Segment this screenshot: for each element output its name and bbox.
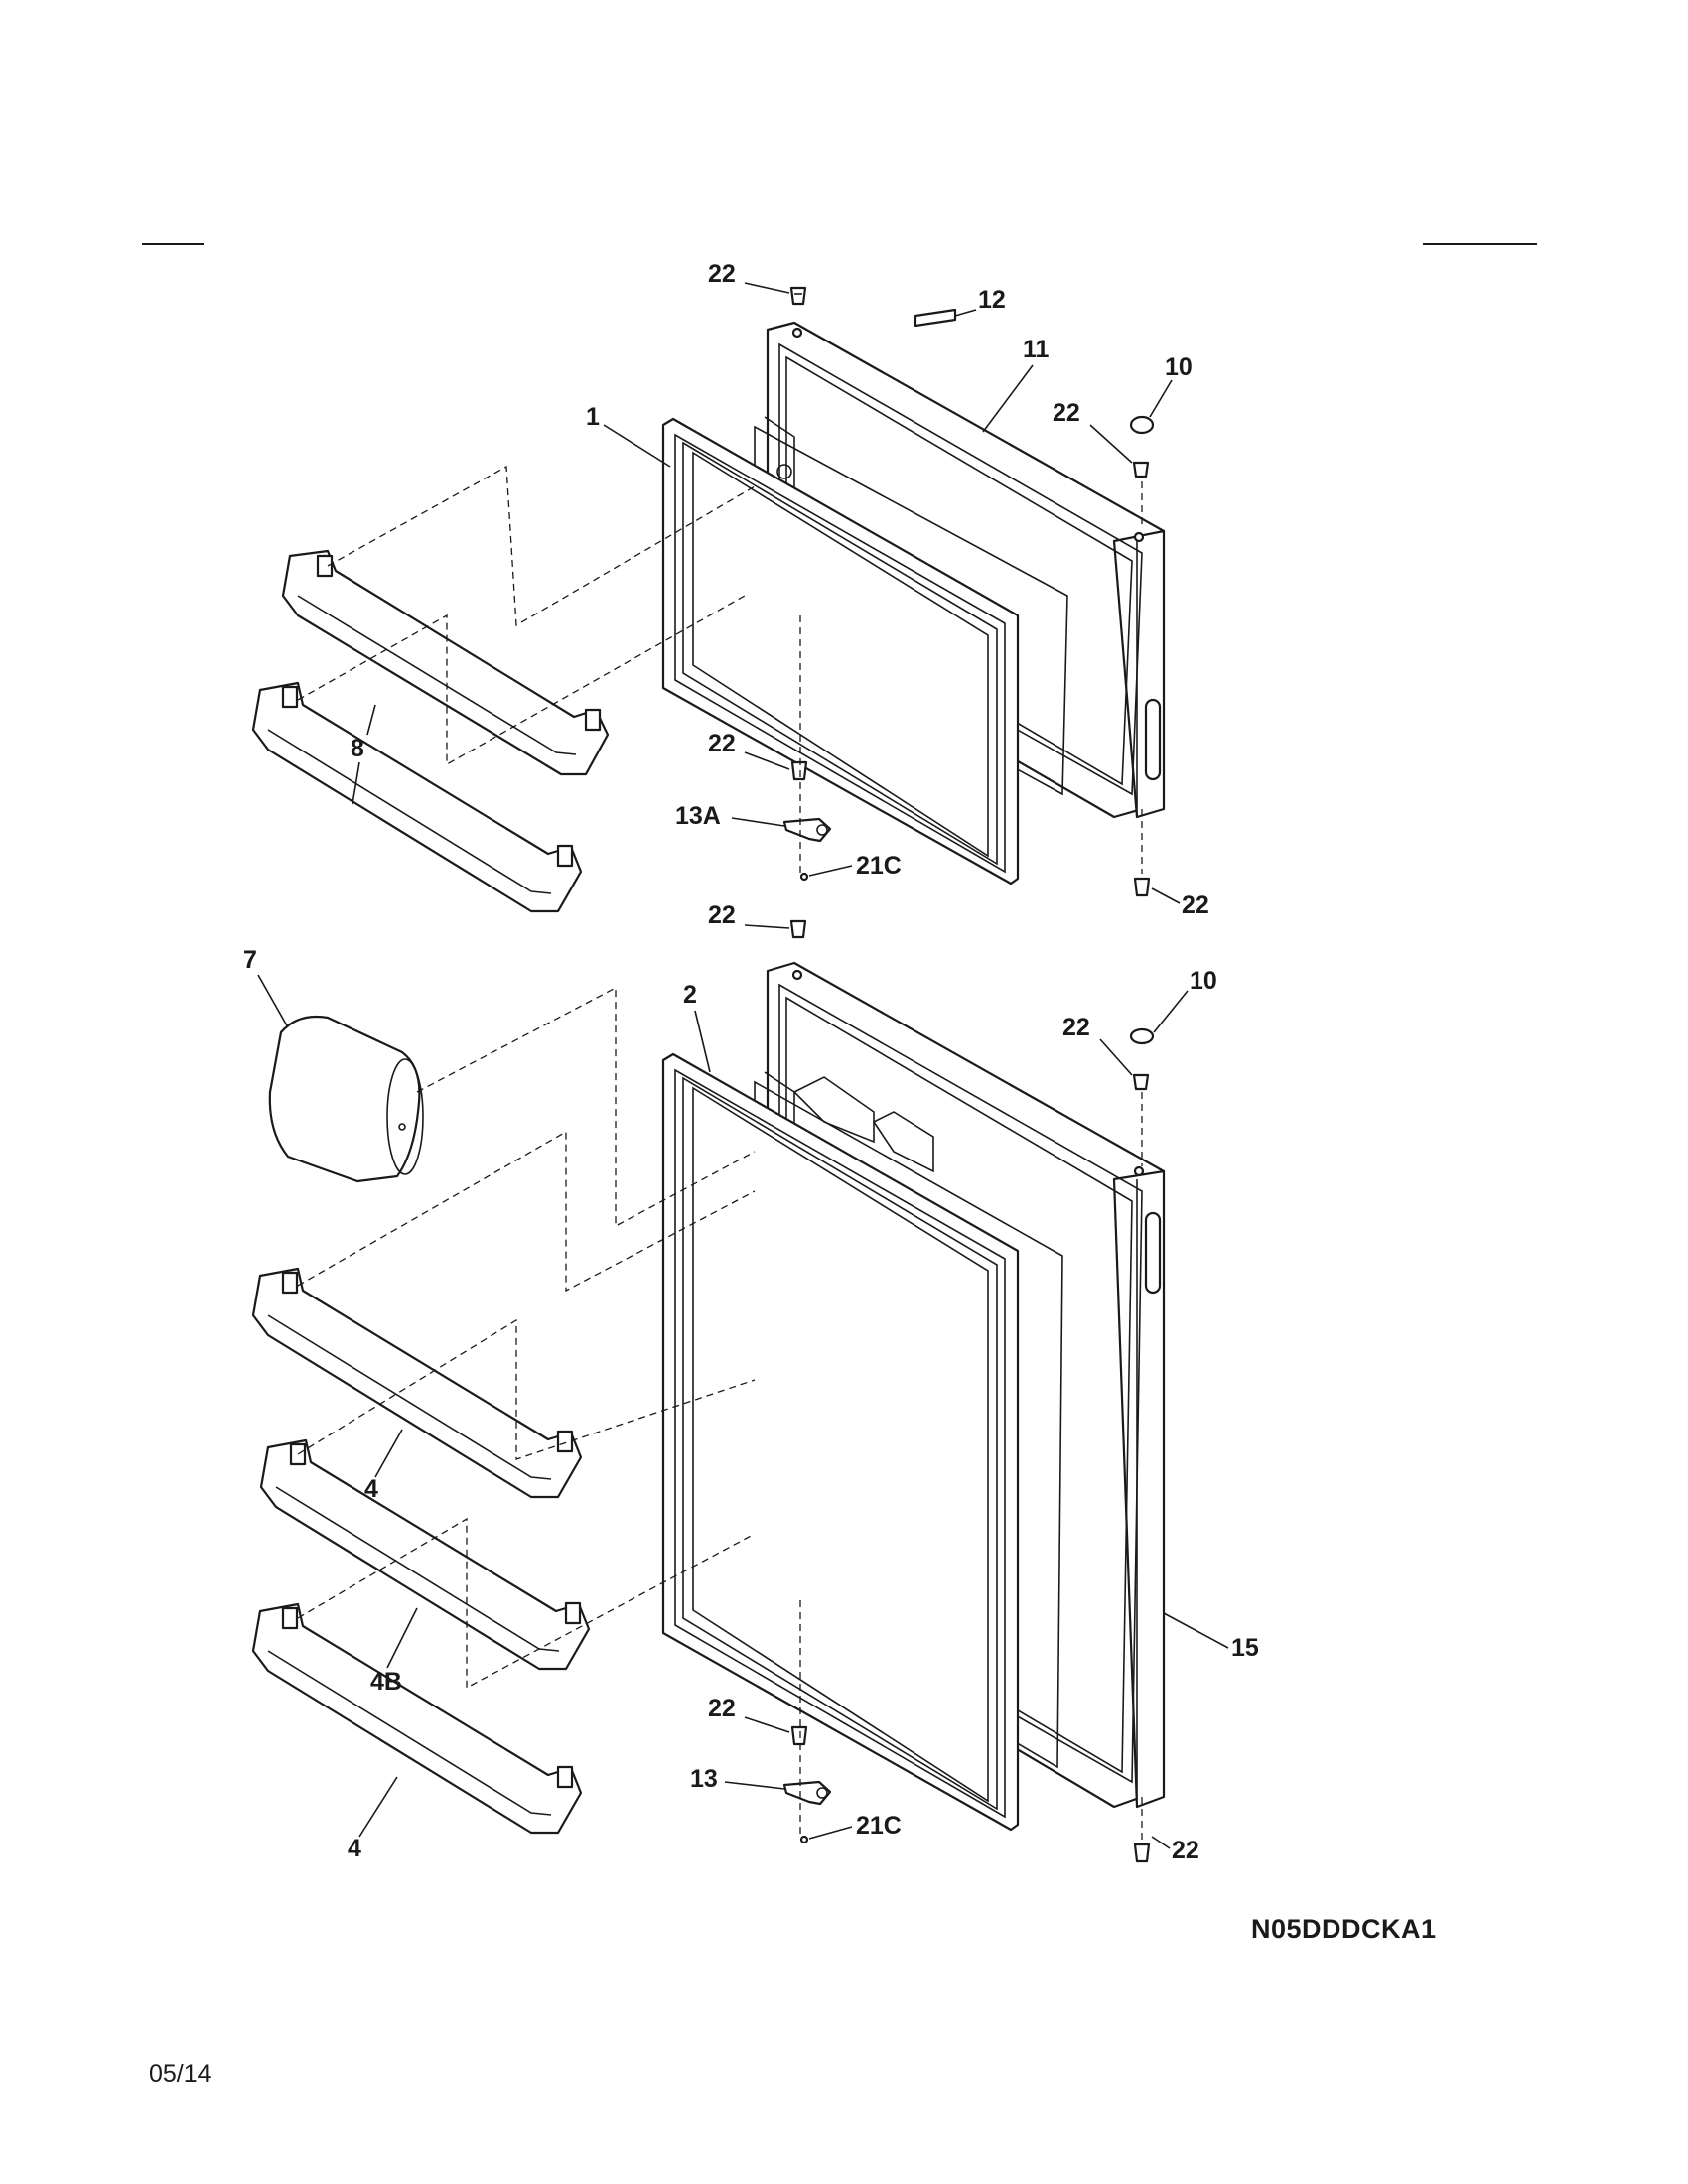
- callout-11: 11: [1023, 336, 1050, 363]
- callout-22-upper-bottom: 22: [1182, 891, 1209, 919]
- callout-4-lower: 4: [348, 1835, 361, 1862]
- freezer-bottom-screw: [1133, 877, 1151, 897]
- freezer-lower-hinge-screw: [790, 760, 808, 781]
- fresh-food-hinge-13: [782, 1780, 832, 1806]
- fresh-food-handle-slot: [1144, 1211, 1162, 1295]
- fresh-food-hole-plug: [1129, 1027, 1155, 1045]
- fresh-food-door-shelf-4B: [259, 1438, 591, 1671]
- callout-1: 1: [586, 403, 600, 431]
- callout-21C-lower: 21C: [856, 1812, 902, 1840]
- freezer-hole-plug: [1129, 415, 1155, 435]
- callout-10-upper: 10: [1165, 353, 1193, 381]
- fresh-food-door-assembly: [661, 919, 1166, 1863]
- freezer-door-shelf-upper: [281, 549, 610, 776]
- fresh-food-top-screw: [789, 919, 807, 939]
- callout-4B: 4B: [370, 1668, 402, 1696]
- callout-22-upper-right: 22: [1053, 399, 1080, 427]
- callout-22-lower-bottom: 22: [1172, 1837, 1199, 1864]
- freezer-hinge-screw-top: [789, 286, 807, 306]
- fresh-food-door-shelf-bottom: [251, 1602, 583, 1835]
- fresh-food-screw-21C: [799, 1835, 809, 1844]
- fresh-food-door-gasket: [661, 1052, 1020, 1832]
- freezer-door-assembly: [661, 286, 1166, 897]
- freezer-door-gasket: [661, 417, 1020, 886]
- freezer-label-strip: [914, 308, 957, 328]
- fresh-food-bottom-screw: [1133, 1843, 1151, 1863]
- callout-22-lower-left: 22: [708, 1695, 736, 1722]
- dairy-compartment-cover: [268, 1015, 424, 1183]
- freezer-screw-21C: [799, 872, 809, 882]
- callout-13: 13: [690, 1765, 718, 1793]
- fresh-food-door-edge: [1112, 1169, 1166, 1809]
- callout-4-upper: 4: [364, 1475, 378, 1503]
- callout-22-lower-top: 22: [708, 901, 736, 929]
- callout-10-lower: 10: [1190, 967, 1217, 995]
- freezer-hinge-13A: [782, 817, 832, 843]
- callout-22-lower-right: 22: [1062, 1014, 1090, 1041]
- callout-2: 2: [683, 981, 697, 1009]
- fresh-food-hinge-screw-mid: [1132, 1073, 1150, 1091]
- fresh-food-lower-hinge-screw: [790, 1725, 808, 1746]
- callout-21C-upper: 21C: [856, 852, 902, 880]
- callout-labels: 22 12 11 10 22 1 8 22 13A 21C 22 22 7 2 …: [243, 260, 1259, 1864]
- date-code: 05/14: [149, 2060, 211, 2088]
- callout-15: 15: [1231, 1634, 1259, 1662]
- callout-22-upper-left: 22: [708, 730, 736, 757]
- freezer-hinge-screw-mid: [1132, 461, 1150, 478]
- callout-7: 7: [243, 946, 257, 974]
- callout-22-top: 22: [708, 260, 736, 288]
- callout-12: 12: [978, 286, 1006, 314]
- freezer-handle-slot: [1144, 698, 1162, 781]
- callout-8: 8: [351, 735, 364, 762]
- model-code: N05DDDCKA1: [1251, 1914, 1437, 1944]
- callout-13A: 13A: [675, 802, 721, 830]
